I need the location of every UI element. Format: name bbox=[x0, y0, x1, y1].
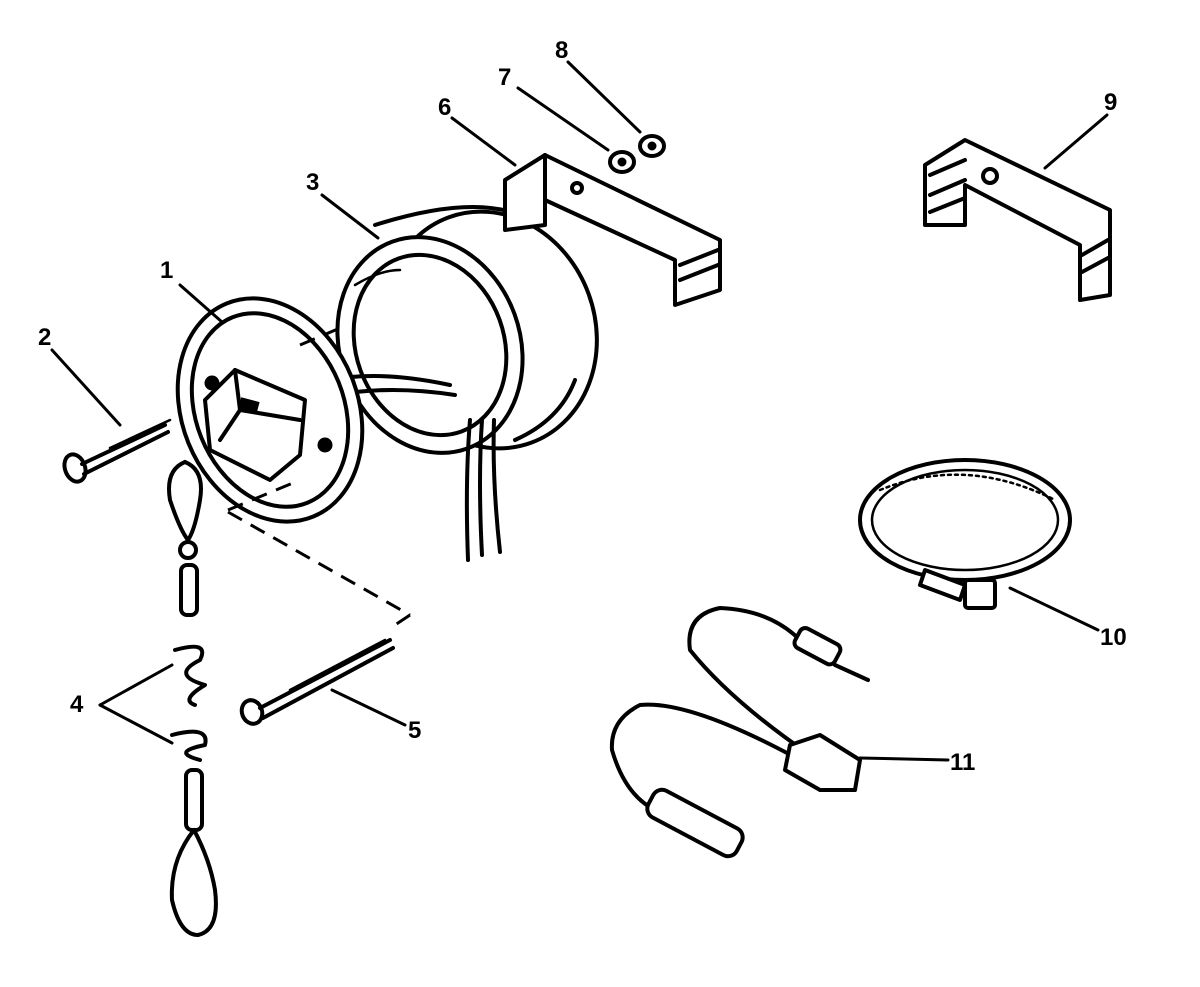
part-3-housing bbox=[335, 205, 599, 455]
part-2-screw bbox=[62, 418, 172, 484]
callout-4: 4 bbox=[70, 691, 84, 718]
part-8-nut bbox=[638, 134, 666, 158]
part-9-clip bbox=[923, 138, 1112, 302]
callout-2: 2 bbox=[38, 324, 51, 351]
leader-lines bbox=[50, 60, 1109, 762]
callout-3: 3 bbox=[306, 169, 319, 196]
part-5-screw bbox=[239, 638, 395, 726]
callout-9: 9 bbox=[1104, 89, 1117, 116]
part-1-bezel bbox=[175, 296, 365, 524]
callout-1: 1 bbox=[160, 257, 173, 284]
callout-8: 8 bbox=[555, 37, 568, 64]
part-11-harness bbox=[609, 606, 870, 859]
callout-labels: 1 2 3 4 5 6 7 8 9 10 11 bbox=[38, 37, 1127, 776]
part-10-clamp bbox=[858, 458, 1072, 610]
callout-7: 7 bbox=[498, 64, 511, 91]
part-7-washer bbox=[608, 150, 636, 174]
part-6-bracket bbox=[503, 153, 722, 307]
callout-6: 6 bbox=[438, 94, 451, 121]
callout-10: 10 bbox=[1100, 624, 1127, 651]
part-4-lanyard bbox=[167, 460, 218, 937]
callout-5: 5 bbox=[408, 717, 421, 744]
callout-11: 11 bbox=[950, 749, 975, 776]
alignment-lines bbox=[227, 326, 411, 627]
